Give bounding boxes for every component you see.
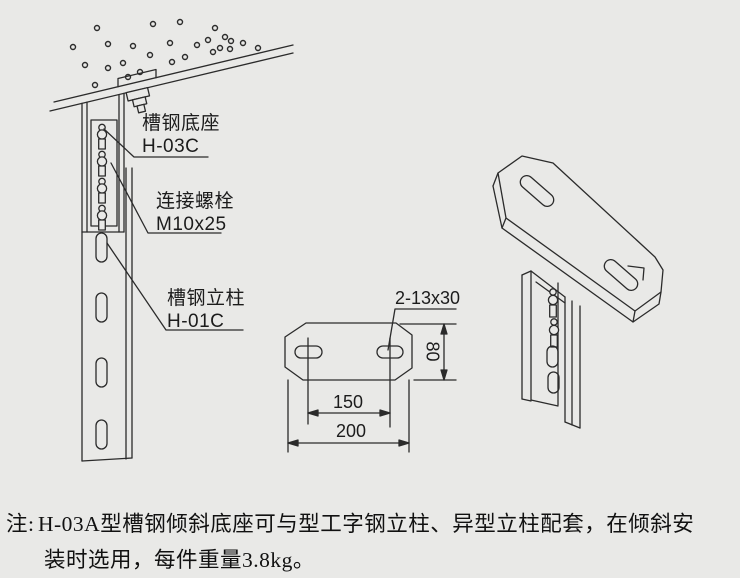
iso-plate: [492, 155, 664, 323]
label-connect-bolt-model: M10x25: [156, 214, 227, 235]
dim-80: [399, 323, 457, 381]
bolt-window: [90, 119, 118, 231]
isometric-drawing: [492, 155, 664, 429]
dim-height-80: 80: [422, 341, 443, 362]
dim-150: [307, 409, 391, 417]
plan-view-drawing: [284, 308, 457, 453]
note-prefix: 注:: [6, 512, 35, 536]
iso-bolts: [547, 288, 560, 348]
iso-column: [521, 270, 581, 429]
channel-base-outline: [81, 92, 125, 462]
label-channel-column: 槽钢立柱 H-01C: [167, 287, 245, 333]
column-slots: [95, 232, 108, 450]
dim-200: [287, 379, 410, 453]
label-channel-base-name: 槽钢底座: [142, 113, 221, 134]
dim-hole-callout: 2-13x30: [395, 288, 461, 308]
label-channel-base-model: H-03C: [142, 136, 200, 157]
leader-lines: [103, 128, 244, 331]
iso-column-slots: [546, 345, 560, 394]
concrete-dots: [69, 18, 262, 89]
side-view-drawing: [49, 18, 294, 462]
label-channel-column-model: H-01C: [167, 311, 225, 332]
label-connect-bolt: 连接螺栓 M10x25: [156, 190, 234, 236]
label-connect-bolt-name: 连接螺栓: [156, 191, 235, 212]
note-text-line2: 装时选用，每件重量3.8kg。: [44, 548, 315, 572]
ceiling-lines: [49, 44, 294, 112]
ceiling-anchor-bolt: [125, 86, 151, 114]
line-art: [49, 18, 664, 462]
dim-spacing-150: 150: [332, 392, 364, 412]
note-text-line1: H-03A型槽钢倾斜底座可与型工字钢立柱、异型立柱配套，在倾斜安: [38, 512, 695, 536]
label-channel-base: 槽钢底座 H-03C: [142, 112, 220, 158]
dim-width-200: 200: [335, 421, 367, 441]
plate-slots: [294, 345, 404, 359]
channel-column-outline: [81, 167, 133, 462]
connect-bolts: [96, 123, 108, 231]
plate-center-tick: [627, 265, 645, 281]
plate-outline: [284, 322, 413, 381]
label-channel-column-name: 槽钢立柱: [167, 288, 246, 309]
hole-callout-leader: [387, 308, 457, 351]
